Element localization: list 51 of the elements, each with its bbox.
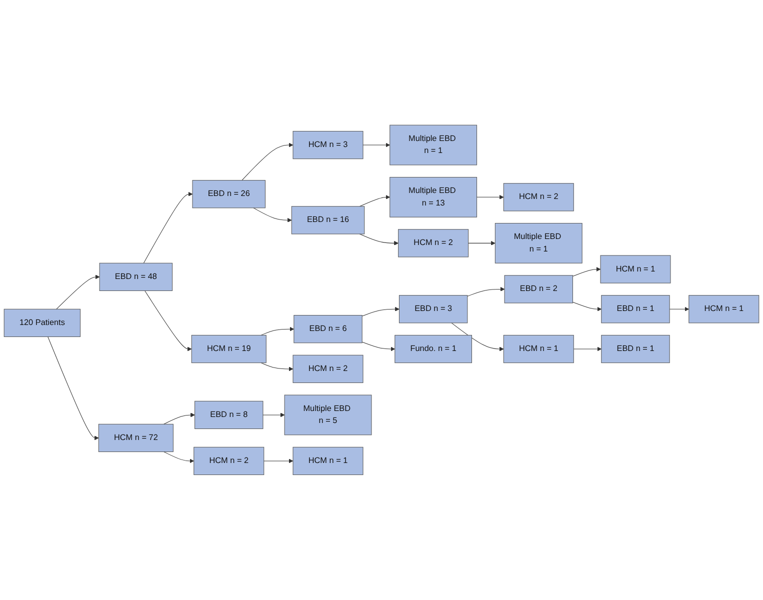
arrow [359, 194, 390, 207]
arrow [451, 322, 504, 352]
node-box: 120 Patients [4, 308, 80, 338]
node-box: HCM n = 2 [398, 229, 469, 258]
arrow [260, 326, 294, 336]
arrow [362, 306, 400, 316]
arrow [572, 267, 601, 277]
arrow [164, 412, 195, 424]
arrow [242, 142, 294, 181]
arrow [143, 192, 193, 264]
node-box: HCM n = 2 [503, 183, 574, 212]
arrow [264, 458, 294, 464]
node-box: EBD n = 16 [291, 206, 365, 234]
node-box: HCM n = 2 [194, 446, 264, 476]
arrow [48, 336, 99, 440]
node-box: Fundo. n = 1 [394, 335, 472, 364]
node-box: EBD n = 2 [504, 275, 573, 304]
arrow [573, 346, 602, 352]
node-box: EBD n = 8 [194, 400, 264, 430]
node-box: HCM n = 72 [98, 424, 174, 452]
node-box: Multiple EBD n = 1 [390, 124, 478, 166]
node-box: HCM n = 19 [191, 335, 266, 364]
node-box: EBD n = 26 [192, 180, 266, 208]
node-box: HCM n = 1 [503, 335, 574, 364]
arrow [572, 302, 602, 312]
node-box: EBD n = 6 [294, 315, 362, 344]
arrow [359, 234, 399, 246]
node-box: EBD n = 48 [99, 262, 173, 292]
node-box: HCM n = 1 [292, 446, 364, 476]
node-box: EBD n = 1 [601, 335, 670, 364]
arrow [468, 241, 496, 246]
node-box: Multiple EBD n = 1 [494, 223, 582, 264]
arrow [164, 452, 194, 464]
arrow [262, 412, 285, 418]
arrow [260, 362, 294, 372]
arrow [362, 142, 390, 148]
node-box: HCM n = 1 [600, 255, 671, 284]
arrow [476, 194, 504, 200]
node-box: HCM n = 3 [292, 131, 364, 160]
arrow [56, 274, 100, 310]
arrow [467, 287, 505, 297]
node-box: EBD n = 1 [601, 295, 670, 324]
node-box: Multiple EBD n = 13 [390, 177, 478, 218]
node-box: HCM n = 2 [292, 354, 364, 384]
arrow [669, 306, 690, 312]
node-box: HCM n = 1 [688, 295, 760, 324]
node-box: Multiple EBD n = 5 [284, 394, 372, 436]
arrow [144, 290, 192, 352]
arrow [362, 342, 396, 352]
arrow [253, 208, 292, 222]
node-box: EBD n = 3 [398, 295, 468, 324]
